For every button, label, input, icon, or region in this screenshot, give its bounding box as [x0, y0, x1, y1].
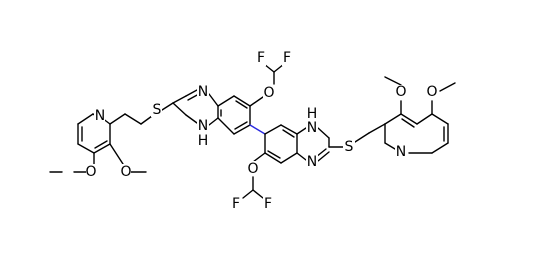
bond	[431, 113, 449, 125]
bond	[109, 113, 126, 125]
atom-o: O	[426, 84, 437, 100]
atom-o: O	[85, 164, 96, 180]
bond	[93, 143, 111, 154]
bond	[217, 117, 235, 135]
bond	[401, 118, 415, 128]
atom-h: H	[198, 133, 209, 149]
atom-f: F	[232, 196, 240, 212]
bond	[185, 89, 198, 97]
bond	[317, 151, 330, 162]
bond	[384, 142, 396, 150]
bond	[208, 93, 219, 107]
bond	[235, 100, 248, 109]
atom-n: N	[307, 154, 317, 170]
bond	[354, 132, 370, 143]
bond	[400, 113, 418, 125]
atom-n: N	[396, 144, 406, 160]
bond	[233, 124, 251, 135]
bond	[140, 115, 153, 125]
atom-labels: O O N S N N H O F F H N N S N O O O	[85, 50, 438, 212]
bond	[368, 123, 386, 134]
atom-s: S	[153, 102, 162, 118]
bond	[252, 189, 264, 199]
left-pyridine-ring	[49, 102, 174, 173]
bond	[296, 127, 307, 135]
atom-f: F	[257, 50, 265, 66]
atom-o: O	[247, 161, 258, 177]
bond	[217, 95, 235, 107]
atom-n: N	[198, 118, 208, 134]
bond	[77, 113, 94, 125]
bond	[264, 152, 282, 164]
bond	[439, 82, 456, 92]
bond	[161, 102, 174, 111]
atom-o: O	[395, 84, 406, 100]
bond	[249, 96, 264, 107]
bond	[280, 124, 298, 135]
bond	[317, 127, 330, 139]
bond	[267, 150, 281, 159]
atom-o: O	[263, 85, 274, 101]
atom-o: O	[120, 164, 131, 180]
atom-f: F	[264, 196, 272, 212]
right-pyridine-ring	[368, 76, 456, 154]
bond	[94, 140, 108, 149]
bond	[431, 142, 449, 154]
atom-s: S	[345, 139, 354, 155]
bond	[208, 117, 219, 126]
bond	[252, 152, 266, 163]
bond	[234, 121, 248, 130]
bond	[172, 95, 187, 104]
bond	[242, 189, 254, 199]
bond	[77, 143, 95, 154]
atom-n: N	[198, 84, 208, 100]
bond	[233, 95, 251, 107]
bond	[384, 76, 402, 86]
bond	[384, 113, 402, 125]
bond	[282, 129, 295, 138]
bond	[264, 124, 282, 135]
bond	[416, 113, 433, 125]
bond	[172, 102, 187, 116]
atom-h: H	[307, 106, 318, 122]
atom-n: N	[95, 108, 105, 124]
bond	[280, 152, 298, 164]
bond	[185, 114, 198, 124]
bond	[296, 152, 307, 161]
biaryl-bond	[249, 124, 266, 135]
bond	[109, 143, 124, 165]
bond	[124, 113, 142, 125]
atom-f: F	[283, 50, 291, 66]
atom-n: N	[307, 120, 317, 136]
right-benzimidazole	[242, 124, 370, 199]
